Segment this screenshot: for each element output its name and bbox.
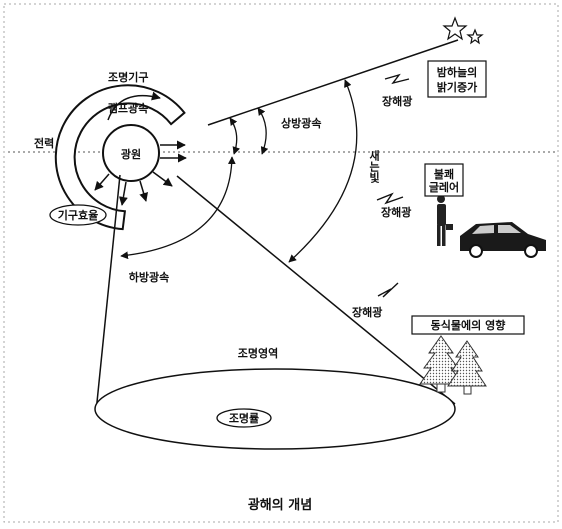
spill-light-label: 새는빛 (368, 149, 381, 184)
caption: 광해의 개념 (248, 497, 312, 513)
upward-flux-line (208, 40, 458, 125)
obtrusive-light-label-2: 장해광 (381, 205, 411, 219)
person-icon (437, 195, 453, 246)
luminaire-efficiency-label: 기구효율 (58, 208, 98, 222)
star-icon (444, 18, 482, 43)
flora-fauna-label: 동식물에의 영향 (431, 318, 506, 332)
illuminance-label: 조명률 (229, 411, 259, 425)
lamp-flux-label: 램프광속 (108, 101, 148, 115)
night-sky-label-line2: 밝기증가 (437, 80, 477, 94)
upward-flux-arc (258, 108, 266, 154)
power-label: 전력 (34, 136, 54, 150)
luminaire-label: 조명기구 (108, 70, 148, 84)
glare-label-line1: 불쾌 (434, 167, 454, 181)
car-icon (460, 222, 546, 257)
light-source-label: 광원 (121, 147, 141, 161)
night-sky-label-line1: 밤하늘의 (437, 65, 477, 79)
downward-flux-label: 하방광속 (129, 270, 169, 284)
spill-light-arc (289, 80, 357, 262)
lit-area-ellipse (95, 369, 455, 449)
glare-label-line2: 글레어 (429, 180, 459, 194)
upward-flux-label: 상방광속 (281, 116, 321, 130)
lightning-icon (377, 75, 409, 297)
obtrusive-light-label-3: 장해광 (352, 305, 382, 319)
obtrusive-light-label-1: 장해광 (382, 94, 412, 108)
lit-area-label: 조명영역 (238, 346, 278, 360)
tree-icon (420, 336, 486, 394)
inner-upward-arc (230, 118, 237, 154)
